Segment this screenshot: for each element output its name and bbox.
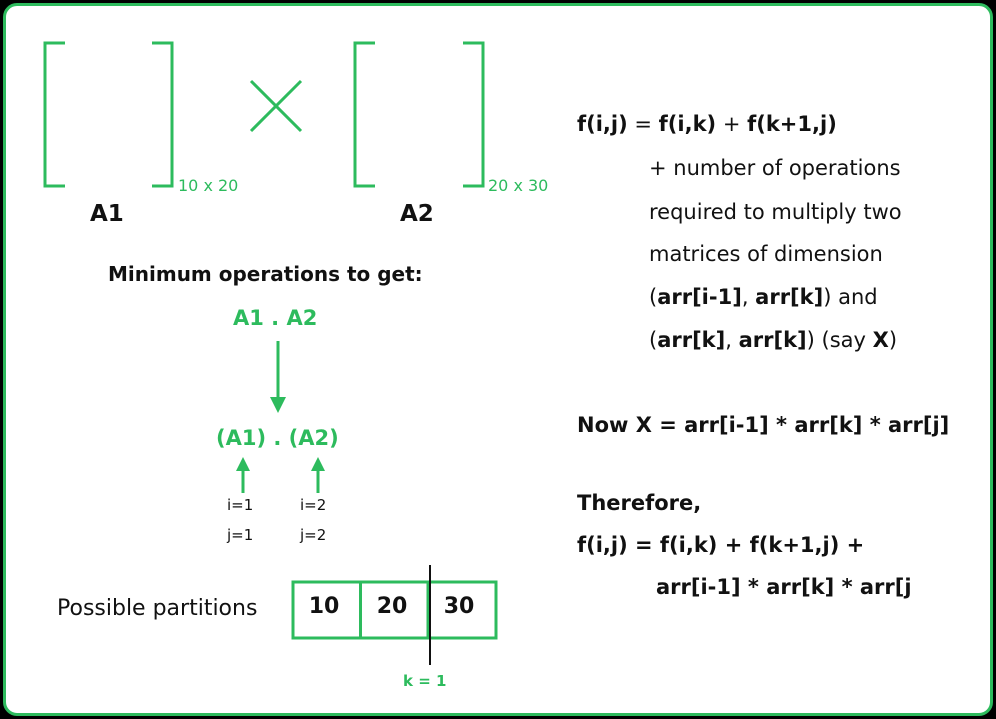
formula-line-6: (arr[k], arr[k]) (say X) — [649, 328, 898, 352]
multiply-icon — [249, 79, 303, 133]
split-k-label: k = 1 — [403, 672, 447, 690]
possible-partitions-label: Possible partitions — [57, 596, 258, 621]
partition-box-outline — [291, 580, 498, 640]
matrix-a2-left-bracket — [353, 41, 375, 188]
matrix-a1-label: A1 — [90, 201, 124, 227]
final-recurrence-line-2: arr[i-1] * arr[k] * arr[j — [656, 575, 912, 599]
product-expression: A1 . A2 — [233, 306, 318, 330]
matrix-a1-dimension: 10 x 20 — [178, 176, 239, 195]
matrix-a2-right-bracket — [463, 41, 485, 188]
matrix-a2-label: A2 — [400, 201, 434, 227]
minimum-operations-heading: Minimum operations to get: — [108, 262, 423, 286]
index-i-right: i=2 — [300, 496, 327, 514]
partition-cell: 10 — [308, 594, 340, 619]
index-j-left: j=1 — [227, 526, 254, 544]
diagram-frame: 10 x 20 20 x 30 A1 A2 Minimum operations… — [3, 3, 993, 716]
now-x-line: Now X = arr[i-1] * arr[k] * arr[j] — [577, 413, 950, 437]
recurrence-line: f(i,j) = f(i,k) + f(k+1,j) — [577, 112, 837, 136]
formula-line-4: matrices of dimension — [649, 242, 883, 266]
matrix-a1-right-bracket — [152, 41, 174, 188]
index-i-left: i=1 — [227, 496, 254, 514]
matrix-a1-left-bracket — [43, 41, 65, 188]
formula-line-2: + number of operations — [649, 156, 901, 180]
down-arrow-icon — [270, 341, 286, 413]
matrix-a2-dimension: 20 x 30 — [488, 176, 549, 195]
up-arrow-icon — [311, 457, 325, 493]
partition-cell: 30 — [443, 594, 475, 619]
diagram-graphics — [43, 41, 498, 665]
partition-cell: 20 — [376, 594, 408, 619]
formula-line-3: required to multiply two — [649, 200, 902, 224]
therefore-label: Therefore, — [577, 491, 702, 515]
formula-line-5: (arr[i-1], arr[k]) and — [649, 285, 878, 309]
split-product-expression: (A1) . (A2) — [216, 426, 339, 450]
final-recurrence-line-1: f(i,j) = f(i,k) + f(k+1,j) + — [577, 533, 865, 557]
up-arrow-icon — [236, 457, 250, 493]
index-j-right: j=2 — [300, 526, 327, 544]
